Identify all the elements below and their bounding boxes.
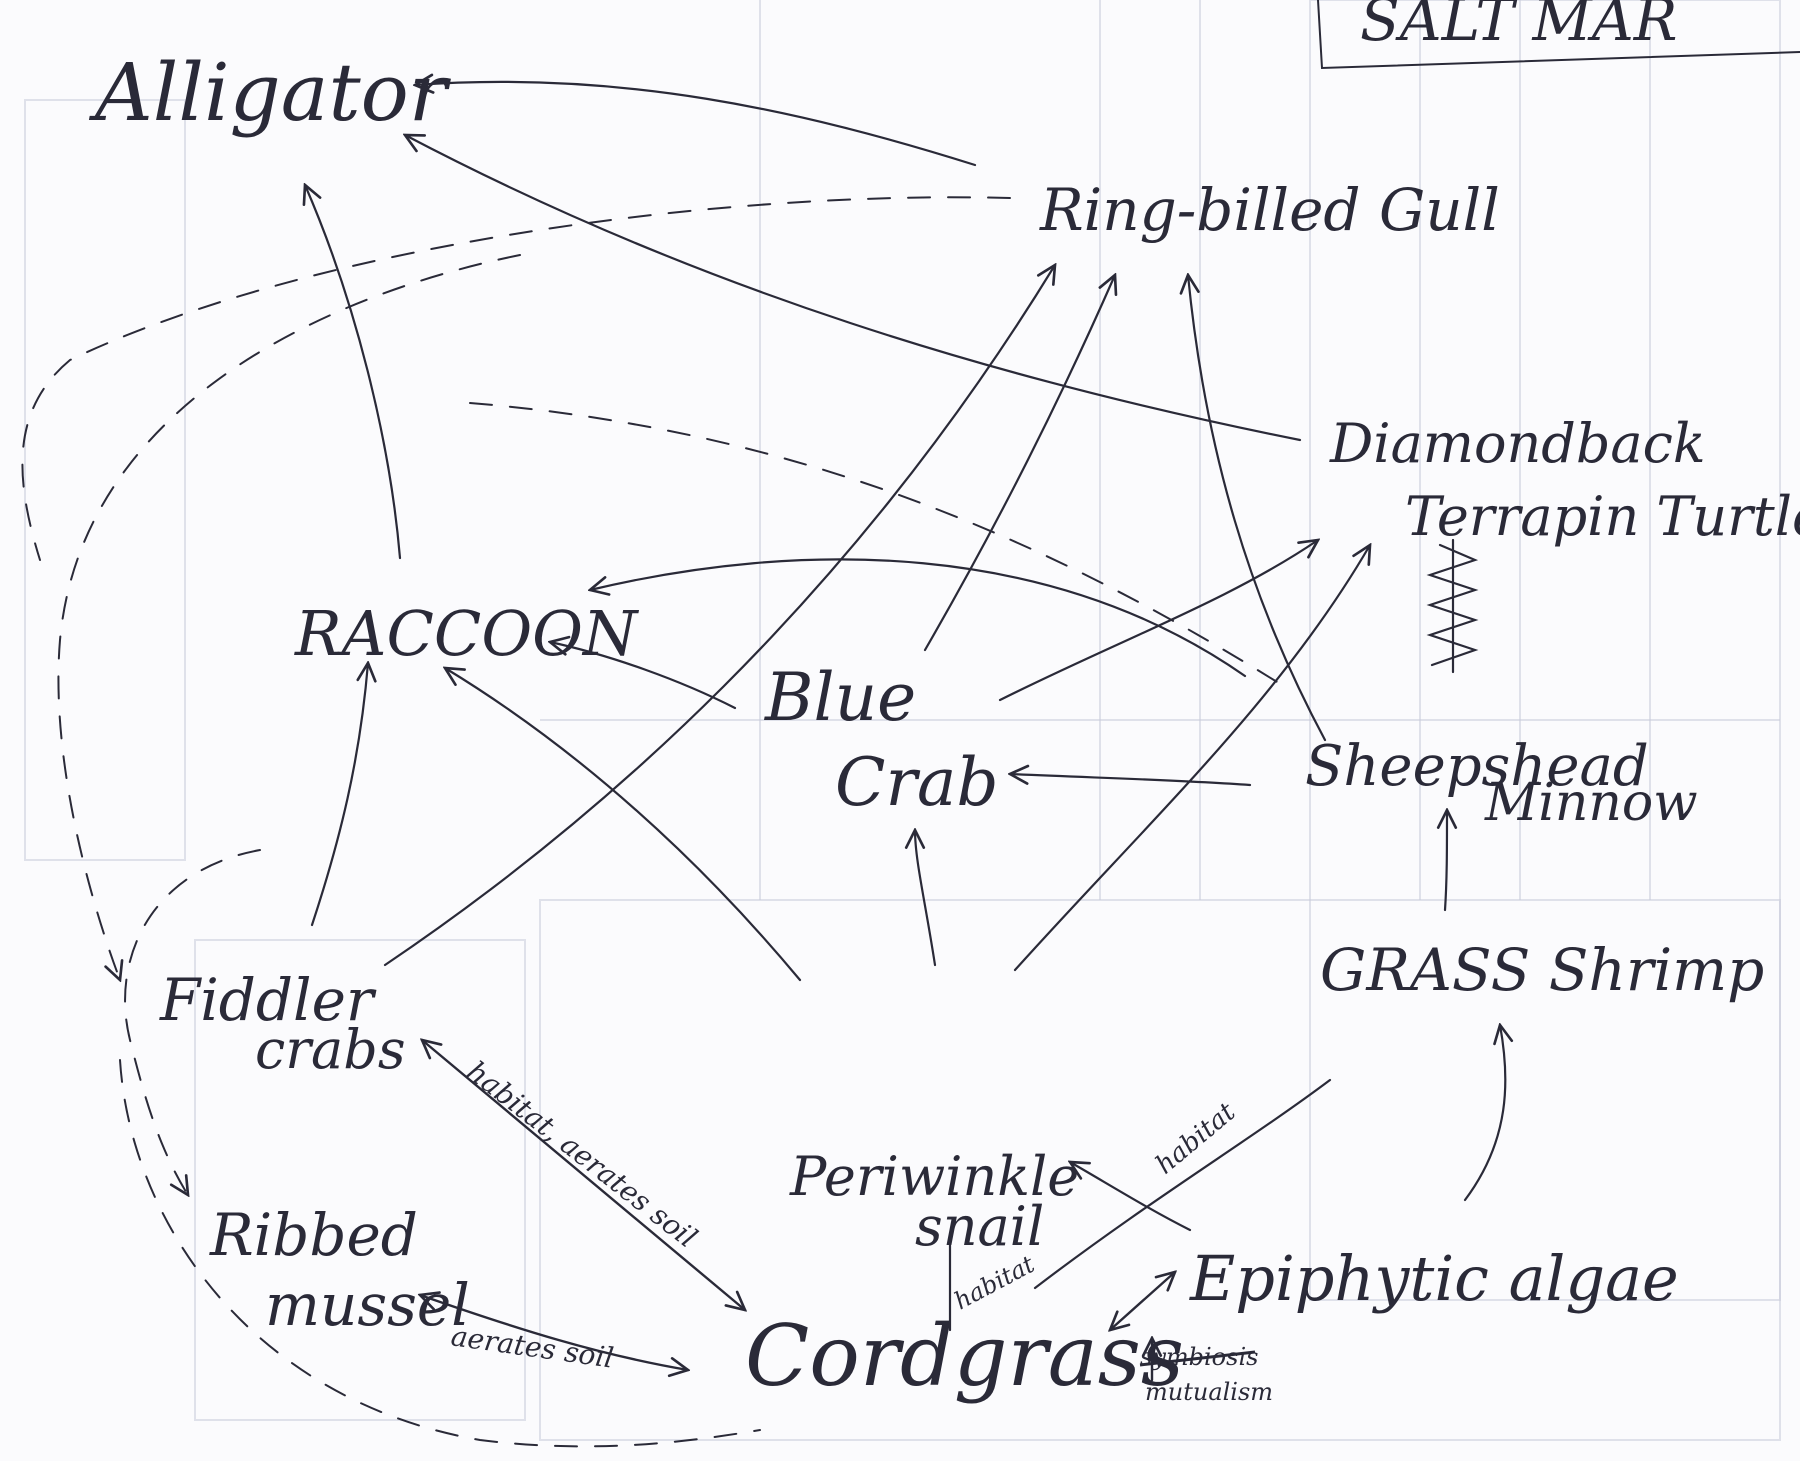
node-sheepshead-line1: Sheepshead xyxy=(1305,734,1649,799)
node-cordgrass: Cordgrass xyxy=(745,1307,1184,1405)
edge-periwinkle-to-terrapin xyxy=(1013,545,1370,972)
strike-line xyxy=(1139,1350,1256,1367)
node-labels: Alligator Ring-billed Gull Diamondback T… xyxy=(88,46,1800,1405)
node-diamondback-line1: Diamondback xyxy=(1329,412,1706,475)
edge-periwinkle-to-bluecrab xyxy=(915,830,937,967)
edge-sheepshead-to-bluecrab xyxy=(1010,774,1252,787)
edge-fiddler-to-raccoon xyxy=(310,663,368,927)
node-epiphytic-algae: Epiphytic algae xyxy=(1189,1242,1679,1315)
dashed-arrows xyxy=(21,196,1291,1448)
node-periwinkle-line1: Periwinkle xyxy=(789,1145,1079,1208)
edge-mussel-cordgrass xyxy=(420,1295,688,1370)
edge-fiddler-to-gull xyxy=(383,265,1055,967)
node-fiddler-line2: crabs xyxy=(255,1018,406,1081)
node-ring-billed-gull: Ring-billed Gull xyxy=(1039,176,1500,244)
label-mutualism: mutualism xyxy=(1145,1378,1273,1406)
edge-dashed-gull-loop xyxy=(21,196,1011,561)
node-alligator: Alligator xyxy=(88,46,452,139)
label-snail-habitat: habitat xyxy=(950,1250,1040,1315)
node-sheepshead-line2: Minnow xyxy=(1484,773,1698,833)
edge-bluecrab-to-raccoon xyxy=(550,642,737,710)
edge-dashed-bottom xyxy=(119,1059,761,1448)
corner-title: SALT MAR xyxy=(1360,0,1677,54)
edge-sheepshead-to-raccoon xyxy=(590,558,1247,678)
node-periwinkle-line2: snail xyxy=(915,1195,1044,1258)
edge-dashed-raccoon-sheepshead xyxy=(469,402,1291,691)
label-mussel-cordgrass: aerates soil xyxy=(449,1319,616,1374)
terrapin-squiggle xyxy=(1426,543,1479,667)
node-fiddler-line1: Fiddler xyxy=(159,966,377,1034)
label-shrimp-habitat: habitat xyxy=(1150,1097,1241,1181)
edge-dashed-to-mussel xyxy=(124,849,261,1195)
node-diamondback-line2: Terrapin Turtle xyxy=(1405,485,1800,548)
edge-algae-to-shrimp xyxy=(1463,1025,1505,1202)
edge-cordgrass-to-periwinkle xyxy=(1033,1078,1332,1290)
feeding-arrows xyxy=(305,82,1505,1332)
node-raccoon: RACCOON xyxy=(294,597,640,670)
edge-terrapin-to-alligator xyxy=(405,135,1302,442)
node-blue-crab-line2: Crab xyxy=(835,744,999,821)
relationship-arrows xyxy=(420,538,1479,1382)
node-ribbed-line1: Ribbed xyxy=(209,1201,418,1269)
title-box: SALT MAR xyxy=(1317,0,1800,70)
node-ribbed-line2: mussel xyxy=(265,1271,470,1339)
node-grass-shrimp: GRASS Shrimp xyxy=(1320,936,1764,1004)
node-blue-crab-line1: Blue xyxy=(764,659,916,736)
edge-dashed-alligator-fiddler xyxy=(57,254,521,980)
edge-gull-to-alligator xyxy=(415,82,977,167)
edge-periwinkle-to-raccoon xyxy=(445,668,802,982)
edge-algae-to-periwinkle xyxy=(1070,1162,1192,1232)
label-symbiosis-struck: symbiosis xyxy=(1140,1343,1258,1371)
edge-bluecrab-to-gull xyxy=(923,275,1115,652)
label-fiddler-cordgrass: habitat, aerates soil xyxy=(461,1055,704,1255)
edge-sheepshead-to-gull xyxy=(1188,275,1327,742)
edge-shrimp-to-sheepshead xyxy=(1445,810,1447,912)
edge-cordgrass-algae xyxy=(1110,1272,1175,1330)
edge-raccoon-to-alligator xyxy=(305,185,402,560)
edge-fiddler-cordgrass xyxy=(422,1040,745,1310)
